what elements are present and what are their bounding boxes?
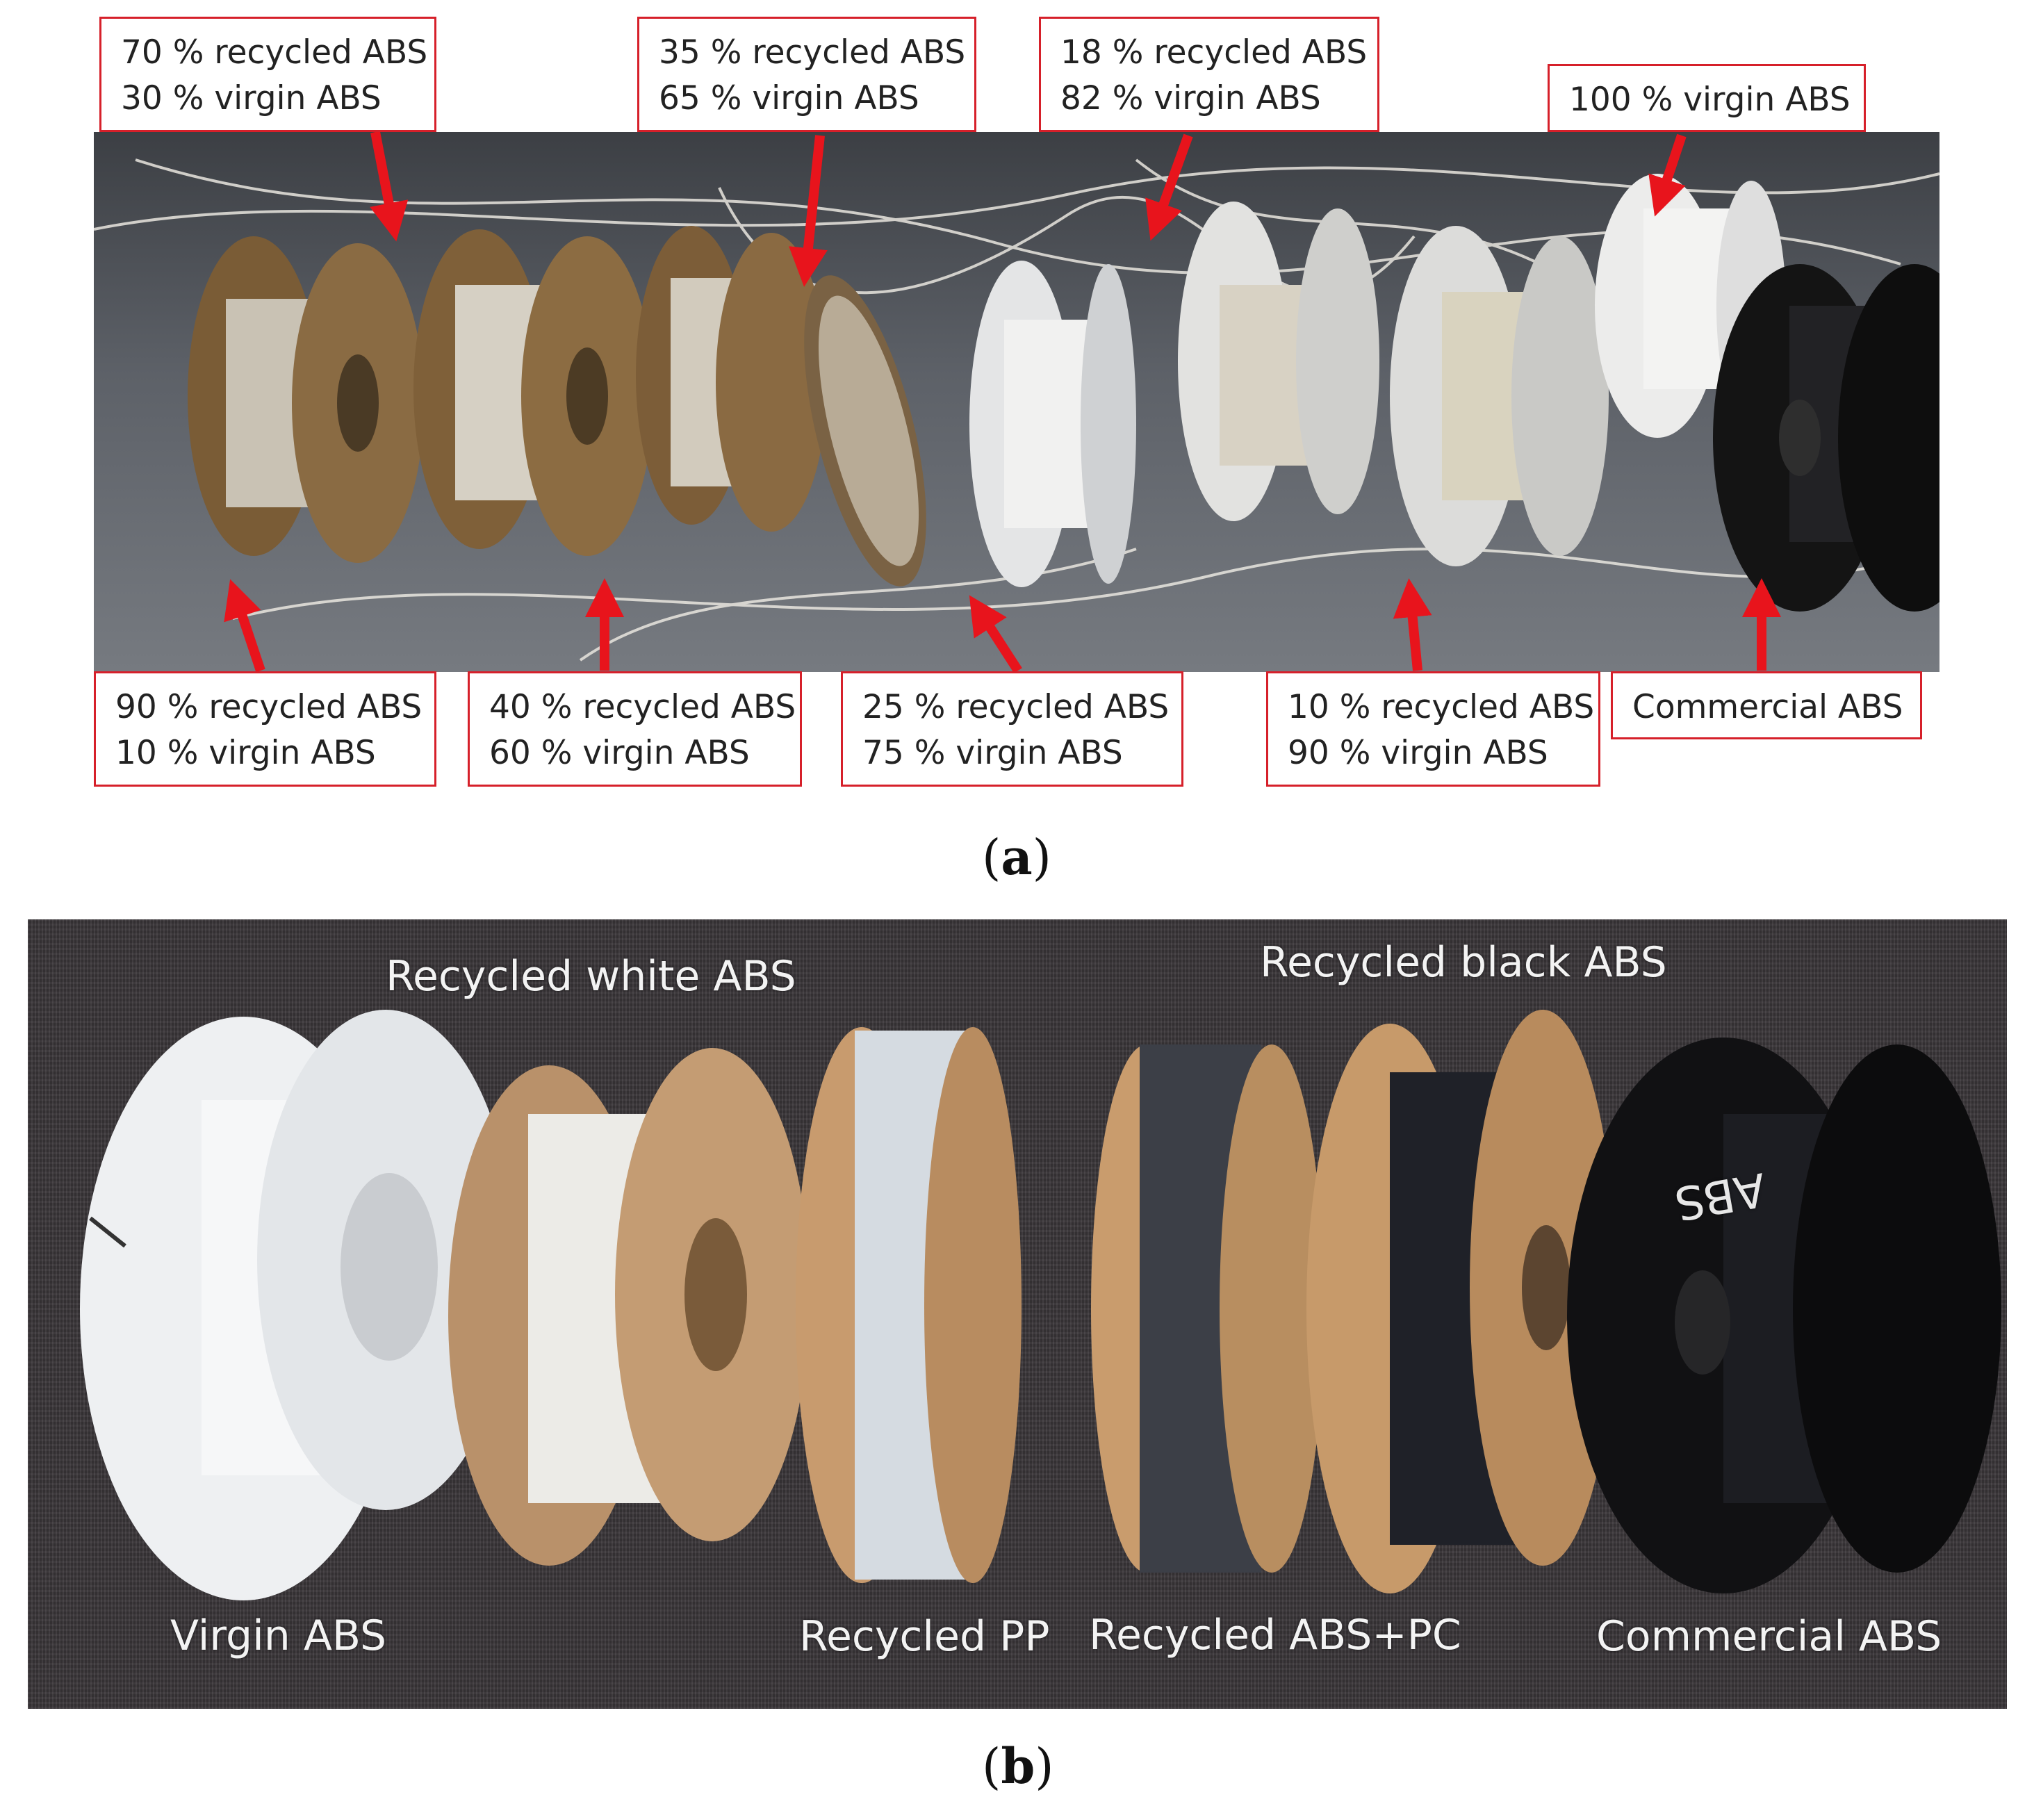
- arrow-90: [224, 579, 265, 673]
- label-recycled-black-abs: Recycled black ABS: [1260, 938, 1667, 987]
- spool-35-recycled: [804, 275, 926, 587]
- panel-a-spools-illustration: [94, 158, 1939, 662]
- panel-b-caption: (b): [982, 1737, 1054, 1795]
- arrow-10: [1393, 578, 1432, 671]
- spool-recycled-white-abs: [448, 1048, 810, 1566]
- callout-25-recycled: 25 % recycled ABS 75 % virgin ABS: [841, 671, 1183, 787]
- spool-recycled-abs-pc: [1306, 1010, 1616, 1593]
- callout-70-recycled: 70 % recycled ABS 30 % virgin ABS: [99, 17, 436, 132]
- callout-line-2: 65 % virgin ABS: [659, 79, 919, 117]
- spool-70-recycled: [413, 229, 653, 556]
- callout-90-recycled: 90 % recycled ABS 10 % virgin ABS: [94, 671, 436, 787]
- spool-90-recycled: [188, 236, 424, 563]
- panel-a-caption: (a): [982, 828, 1051, 886]
- label-recycled-abs-pc: Recycled ABS+PC: [1089, 1611, 1461, 1659]
- arrow-18: [1145, 133, 1193, 241]
- spool-virgin-abs: [80, 1010, 514, 1600]
- callout-line-1: 18 % recycled ABS: [1060, 33, 1368, 72]
- panel-b-spools-illustration: [80, 1010, 2001, 1600]
- callout-line-1: Commercial ABS: [1632, 688, 1903, 726]
- callout-40-recycled: 40 % recycled ABS 60 % virgin ABS: [468, 671, 802, 787]
- panel-b-photo: ABS Recycled white ABS Recycled black AB…: [28, 919, 2007, 1709]
- callout-line-2: 82 % virgin ABS: [1060, 79, 1321, 117]
- label-commercial-abs: Commercial ABS: [1596, 1612, 1942, 1661]
- callout-commercial: Commercial ABS: [1611, 671, 1922, 739]
- callout-line-2: 60 % virgin ABS: [489, 734, 750, 772]
- label-recycled-white-abs: Recycled white ABS: [386, 952, 796, 1001]
- arrow-70: [370, 131, 409, 242]
- panel-a-arrows: [224, 131, 1781, 673]
- callout-line-1: 40 % recycled ABS: [489, 688, 796, 726]
- callout-line-2: 75 % virgin ABS: [862, 734, 1123, 772]
- spool-10-recycled: [1390, 226, 1609, 566]
- callout-line-1: 10 % recycled ABS: [1288, 688, 1595, 726]
- spool-commercial: [1713, 264, 1939, 612]
- arrow-25: [969, 595, 1022, 673]
- panel-a-letter: a: [1001, 828, 1033, 886]
- callout-line-1: 35 % recycled ABS: [659, 33, 966, 72]
- arrow-35: [789, 135, 828, 287]
- callout-line-2: 30 % virgin ABS: [121, 79, 382, 117]
- spool-recycled-black-abs-1: [1091, 1044, 1324, 1573]
- arrow-100: [1648, 133, 1687, 217]
- spool-40-recycled: [636, 226, 827, 532]
- spool-18-recycled: [1178, 202, 1379, 521]
- callout-line-1: 90 % recycled ABS: [115, 688, 423, 726]
- panel-a-photo: [94, 132, 1939, 672]
- callout-line-1: 100 % virgin ABS: [1569, 81, 1851, 119]
- callout-line-1: 25 % recycled ABS: [862, 688, 1170, 726]
- callout-35-recycled: 35 % recycled ABS 65 % virgin ABS: [637, 17, 976, 132]
- callout-line-2: 90 % virgin ABS: [1288, 734, 1548, 772]
- label-virgin-abs: Virgin ABS: [170, 1612, 387, 1660]
- panel-b-letter: b: [1001, 1737, 1035, 1795]
- spool-25-recycled: [969, 261, 1136, 587]
- callout-18-recycled: 18 % recycled ABS 82 % virgin ABS: [1039, 17, 1379, 132]
- callout-line-1: 70 % recycled ABS: [121, 33, 428, 72]
- callout-line-2: 10 % virgin ABS: [115, 734, 376, 772]
- callout-10-recycled: 10 % recycled ABS 90 % virgin ABS: [1266, 671, 1600, 787]
- callout-100-virgin: 100 % virgin ABS: [1548, 64, 1866, 132]
- spool-commercial-abs: [1567, 1038, 2001, 1593]
- spool-recycled-pp: [796, 1027, 1022, 1583]
- label-recycled-pp: Recycled PP: [799, 1612, 1050, 1661]
